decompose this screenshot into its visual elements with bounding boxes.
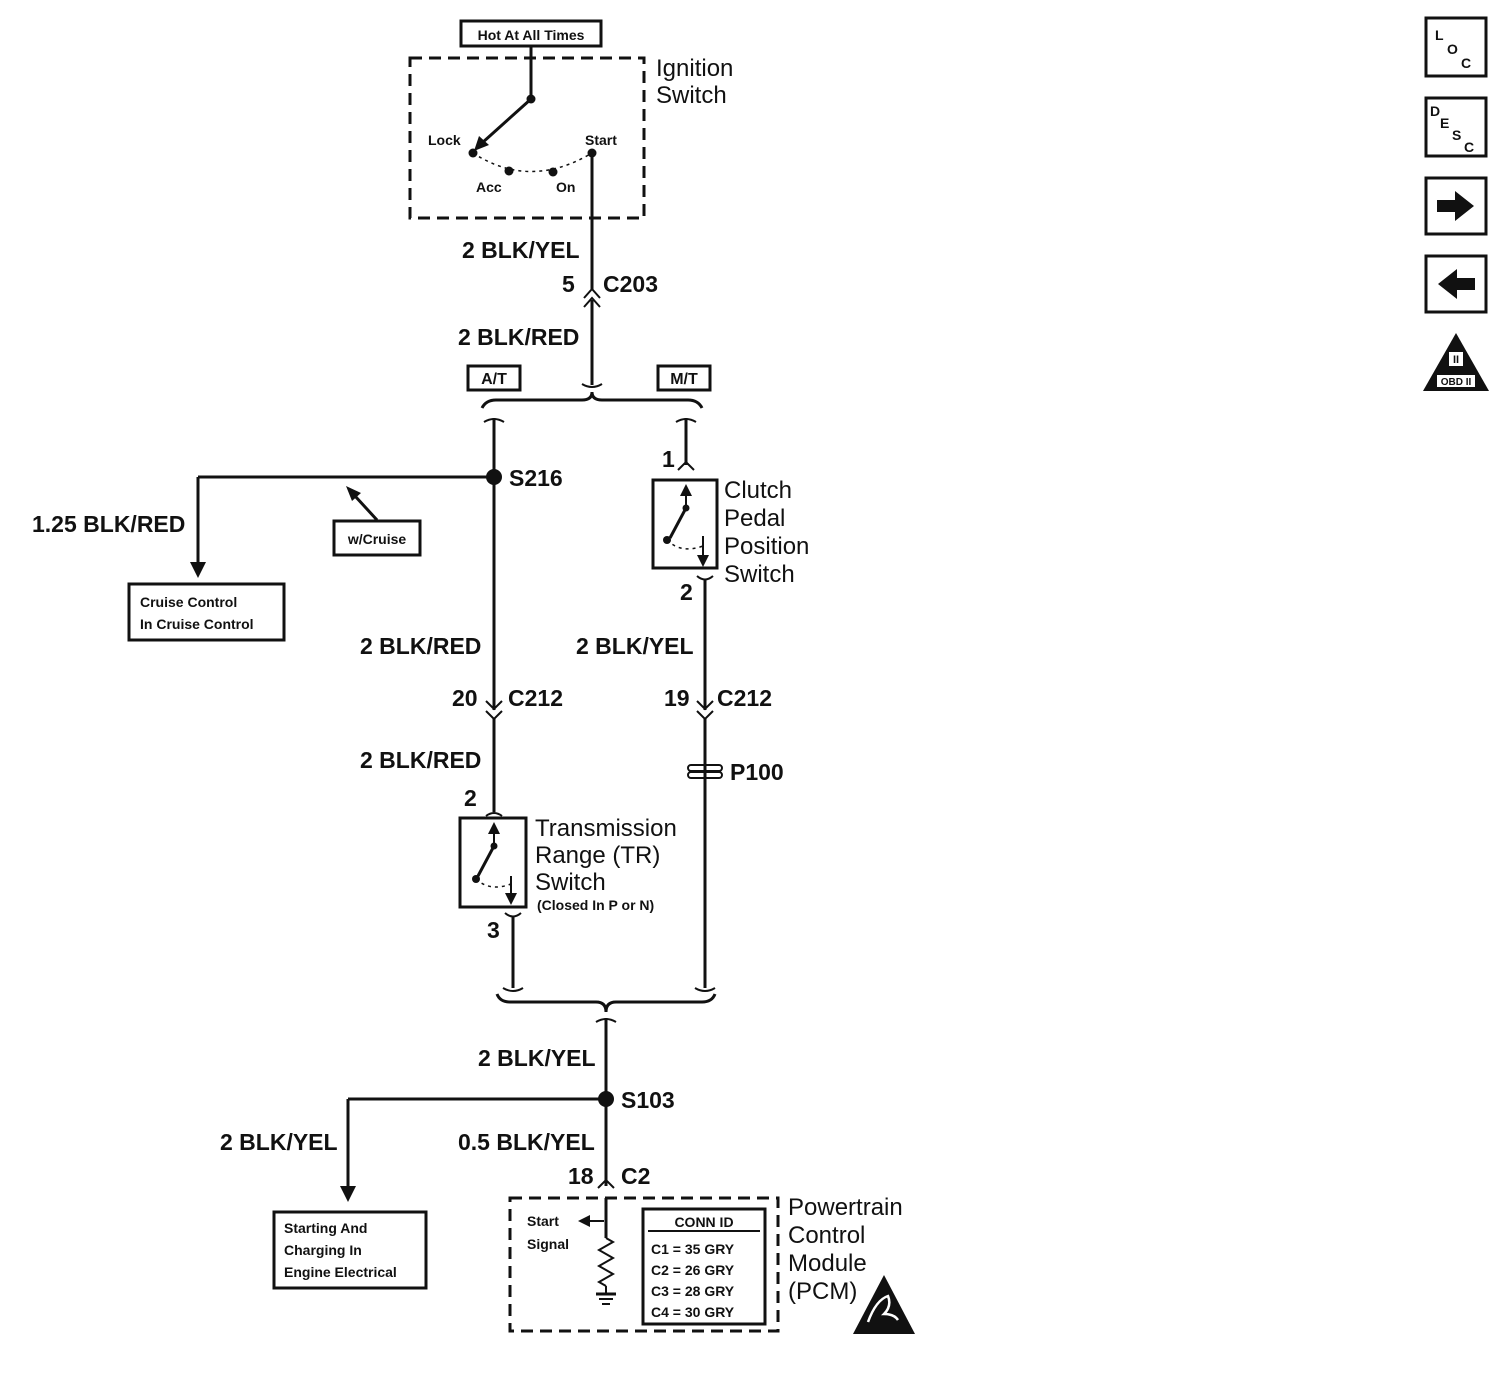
- ignition-switch-title-1: Ignition: [656, 55, 733, 82]
- clutch-title-1: Clutch: [724, 477, 792, 504]
- tr-title-1: Transmission: [535, 815, 677, 842]
- c2-pin: 18: [568, 1163, 594, 1189]
- wire-label-c203-out: 2 BLK/RED: [458, 324, 579, 350]
- ignition-pos-on: On: [556, 179, 575, 195]
- cruise-ref-line1: Cruise Control: [140, 594, 237, 610]
- esd-warning-icon: [853, 1275, 915, 1334]
- clutch-title-4: Switch: [724, 561, 795, 588]
- option-split-brace: [480, 391, 704, 409]
- tr-title-3: Switch: [535, 869, 606, 896]
- ignition-pos-lock: Lock: [428, 132, 461, 148]
- tr-pin-bottom: 3: [487, 917, 500, 943]
- pull-down-resistor: [596, 1237, 616, 1287]
- previous-page-button[interactable]: [1424, 254, 1488, 314]
- mt-tag: [656, 364, 712, 392]
- wire-label-pcm: 0.5 BLK/YEL: [458, 1129, 595, 1155]
- w-cruise-tag: [332, 519, 422, 557]
- s216-label: S216: [509, 465, 563, 491]
- at-tag: [466, 364, 522, 392]
- wire-label-cruise: 1.25 BLK/RED: [32, 511, 185, 537]
- ignition-pos-start: Start: [585, 132, 617, 148]
- at-c212-pin: 20: [452, 685, 478, 711]
- clutch-pedal-position-switch: [651, 478, 719, 581]
- conn-id-table: [641, 1207, 767, 1326]
- starting-ref-line2: Charging In: [284, 1242, 362, 1258]
- c2-label: C2: [621, 1163, 650, 1189]
- c2-connector: [597, 1178, 615, 1189]
- tr-switch: [458, 812, 528, 918]
- ignition-pos-acc: Acc: [476, 179, 502, 195]
- cruise-control-reference[interactable]: [127, 582, 286, 642]
- svg-text:O: O: [1447, 41, 1458, 57]
- arrow-right-icon: [1437, 191, 1474, 221]
- svg-text:S: S: [1452, 127, 1461, 143]
- clutch-pin-bottom: 2: [680, 579, 693, 605]
- at-c212-label: C212: [508, 685, 563, 711]
- wire-label-at-2: 2 BLK/RED: [360, 747, 481, 773]
- c203-label: C203: [603, 271, 658, 297]
- pass-through-p100: [687, 764, 723, 779]
- conn-row-2: C2 = 26 GRY: [651, 1262, 735, 1278]
- svg-text:C: C: [1461, 55, 1471, 71]
- tr-title-2: Range (TR): [535, 842, 660, 869]
- obd-ii-button[interactable]: II OBD II: [1423, 333, 1489, 391]
- svg-text:C: C: [1464, 139, 1474, 155]
- ignition-switch-enclosure: [408, 56, 646, 220]
- svg-text:E: E: [1440, 115, 1449, 131]
- wire-label-common: 2 BLK/YEL: [478, 1045, 596, 1071]
- clutch-title-2: Pedal: [724, 505, 785, 532]
- pcm-title-1: Powertrain: [788, 1194, 903, 1221]
- svg-text:II: II: [1453, 354, 1459, 366]
- pcm-title-3: Module: [788, 1250, 867, 1277]
- starting-charging-reference[interactable]: [272, 1210, 428, 1290]
- arrow-left-icon: [1438, 269, 1475, 299]
- svg-text:D: D: [1430, 103, 1440, 119]
- clutch-pin-top: 1: [662, 446, 675, 472]
- clutch-title-3: Position: [724, 533, 809, 560]
- s103-label: S103: [621, 1087, 675, 1113]
- conn-row-3: C3 = 28 GRY: [651, 1283, 735, 1299]
- merge-brace: [495, 993, 717, 1013]
- pcm-title-2: Control: [788, 1222, 865, 1249]
- svg-text:L: L: [1435, 27, 1444, 43]
- start-signal-line1: Start: [527, 1213, 559, 1229]
- pcm-title-4: (PCM): [788, 1278, 857, 1305]
- tr-note: (Closed In P or N): [537, 897, 654, 913]
- tr-pin-top: 2: [464, 785, 477, 811]
- conn-row-1: C1 = 35 GRY: [651, 1241, 735, 1257]
- conn-id-title: CONN ID: [674, 1214, 733, 1230]
- hot-at-all-times-label: Hot At All Times: [478, 27, 585, 43]
- c203-pin: 5: [562, 271, 575, 297]
- wire-label-starting: 2 BLK/YEL: [220, 1129, 338, 1155]
- cruise-ref-line2: In Cruise Control: [140, 616, 254, 632]
- c203-connector: [583, 287, 601, 308]
- ignition-switch: Hot At All Times Ignition Switch Lock St…: [408, 19, 733, 220]
- starting-ref-line1: Starting And: [284, 1220, 367, 1236]
- ignition-switch-title-2: Switch: [656, 82, 727, 109]
- wire-label-ign-out: 2 BLK/YEL: [462, 237, 580, 263]
- svg-text:M/T: M/T: [670, 371, 698, 388]
- mt-c212-label: C212: [717, 685, 772, 711]
- next-page-button[interactable]: [1424, 176, 1488, 236]
- svg-text:w/Cruise: w/Cruise: [347, 531, 407, 547]
- p100-label: P100: [730, 759, 784, 785]
- starting-ref-line3: Engine Electrical: [284, 1264, 397, 1280]
- conn-row-4: C4 = 30 GRY: [651, 1304, 735, 1320]
- mt-c212-pin: 19: [664, 685, 690, 711]
- location-button[interactable]: L O C: [1424, 16, 1488, 78]
- svg-text:OBD II: OBD II: [1441, 377, 1472, 388]
- description-button[interactable]: D E S C: [1424, 96, 1488, 158]
- svg-text:A/T: A/T: [481, 371, 507, 388]
- wire-label-mt-1: 2 BLK/YEL: [576, 633, 694, 659]
- pcm-module: [508, 1196, 780, 1333]
- wire-label-at-1: 2 BLK/RED: [360, 633, 481, 659]
- start-signal-line2: Signal: [527, 1236, 569, 1252]
